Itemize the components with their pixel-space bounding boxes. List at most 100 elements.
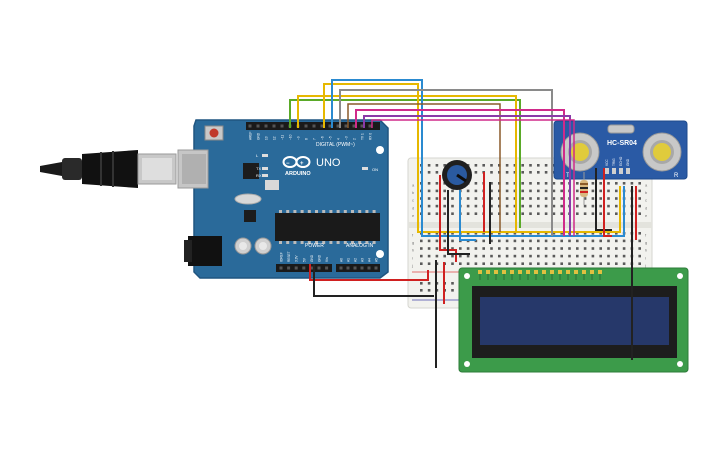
breadboard-hole[interactable]	[521, 254, 524, 258]
breadboard-hole[interactable]	[466, 189, 470, 193]
breadboard-hole[interactable]	[490, 171, 493, 174]
breadboard-hole[interactable]	[505, 182, 509, 185]
breadboard-hole[interactable]	[451, 232, 454, 235]
breadboard-hole[interactable]	[529, 247, 532, 250]
header-pin[interactable]	[344, 124, 348, 128]
breadboard-hole[interactable]	[521, 182, 524, 185]
header-pin[interactable]	[312, 124, 316, 128]
breadboard-hole[interactable]	[482, 164, 485, 167]
breadboard-hole[interactable]	[505, 204, 509, 208]
resistor[interactable]	[580, 172, 588, 205]
breadboard-hole[interactable]	[505, 232, 509, 235]
sensor-pin[interactable]	[612, 168, 616, 174]
breadboard-hole[interactable]	[615, 189, 618, 193]
breadboard-hole[interactable]	[505, 254, 509, 258]
breadboard-hole[interactable]	[544, 164, 548, 167]
breadboard-hole[interactable]	[599, 197, 602, 200]
breadboard-hole[interactable]	[451, 254, 454, 258]
header-pin[interactable]	[302, 266, 306, 270]
breadboard-hole[interactable]	[451, 189, 454, 193]
breadboard-hole[interactable]	[513, 254, 517, 258]
breadboard-hole[interactable]	[474, 182, 478, 185]
breadboard-hole[interactable]	[435, 212, 439, 215]
breadboard-hole[interactable]	[529, 197, 532, 200]
breadboard-hole[interactable]	[615, 182, 618, 185]
breadboard-hole[interactable]	[544, 232, 548, 235]
breadboard-hole[interactable]	[583, 204, 587, 208]
breadboard-hole[interactable]	[443, 197, 446, 200]
breadboard-hole[interactable]	[435, 171, 439, 174]
breadboard-hole[interactable]	[490, 239, 493, 243]
breadboard-hole[interactable]	[459, 262, 462, 265]
breadboard-hole[interactable]	[568, 262, 571, 265]
breadboard-hole[interactable]	[474, 164, 478, 167]
arduino-uno-board[interactable]: DIGITAL (PWM~) − + ARDUINO UNO ON L TX R…	[177, 119, 389, 279]
breadboard-hole[interactable]	[482, 247, 485, 250]
breadboard-hole[interactable]	[591, 262, 595, 265]
breadboard-hole[interactable]	[529, 204, 532, 208]
breadboard-hole[interactable]	[466, 204, 470, 208]
breadboard-hole[interactable]	[599, 189, 602, 193]
lcd-pin[interactable]	[550, 270, 554, 274]
header-pin[interactable]	[287, 266, 291, 270]
breadboard-hole[interactable]	[521, 262, 524, 265]
breadboard-hole[interactable]	[490, 197, 493, 200]
breadboard-hole[interactable]	[599, 232, 602, 235]
breadboard-hole[interactable]	[607, 212, 610, 215]
potentiometer[interactable]	[442, 160, 472, 190]
breadboard-hole[interactable]	[420, 262, 423, 265]
breadboard-hole[interactable]	[576, 204, 579, 208]
breadboard-hole[interactable]	[607, 239, 610, 243]
breadboard-hole[interactable]	[591, 212, 595, 215]
lcd-pin[interactable]	[510, 270, 514, 274]
breadboard-hole[interactable]	[466, 212, 470, 215]
wire-purple[interactable]	[363, 115, 571, 236]
breadboard-hole[interactable]	[451, 247, 454, 250]
wire-green[interactable]	[289, 99, 521, 228]
breadboard-hole[interactable]	[435, 182, 439, 185]
breadboard-hole[interactable]	[591, 189, 595, 193]
breadboard-hole[interactable]	[451, 289, 454, 292]
breadboard-hole[interactable]	[560, 189, 563, 193]
wire-magenta[interactable]	[355, 109, 565, 236]
breadboard-hole[interactable]	[576, 212, 579, 215]
breadboard-hole[interactable]	[529, 189, 532, 193]
breadboard-hole[interactable]	[427, 164, 431, 167]
breadboard-hole[interactable]	[521, 212, 524, 215]
breadboard-hole[interactable]	[560, 182, 563, 185]
breadboard-hole[interactable]	[498, 232, 501, 235]
breadboard-hole[interactable]	[490, 164, 493, 167]
breadboard-hole[interactable]	[560, 232, 563, 235]
breadboard-hole[interactable]	[451, 239, 454, 243]
breadboard-hole[interactable]	[529, 182, 532, 185]
breadboard-hole[interactable]	[513, 189, 517, 193]
wire-pot-blue[interactable]	[459, 190, 476, 241]
breadboard-hole[interactable]	[435, 247, 439, 250]
lcd-pin[interactable]	[598, 270, 602, 274]
breadboard-hole[interactable]	[498, 262, 501, 265]
breadboard-hole[interactable]	[443, 239, 446, 243]
breadboard-hole[interactable]	[615, 247, 618, 250]
breadboard-hole[interactable]	[427, 212, 431, 215]
breadboard-hole[interactable]	[459, 254, 462, 258]
breadboard-hole[interactable]	[568, 239, 571, 243]
breadboard-hole[interactable]	[505, 164, 509, 167]
header-pin[interactable]	[353, 266, 357, 270]
wire-blue[interactable]	[331, 79, 625, 237]
breadboard-hole[interactable]	[420, 247, 423, 250]
lcd-pin[interactable]	[590, 270, 594, 274]
lcd-pin[interactable]	[526, 270, 530, 274]
breadboard-hole[interactable]	[638, 204, 641, 208]
breadboard-hole[interactable]	[591, 182, 595, 185]
breadboard-hole[interactable]	[537, 254, 540, 258]
breadboard-hole[interactable]	[427, 254, 431, 258]
lcd-pin[interactable]	[494, 270, 498, 274]
lcd-pin[interactable]	[582, 270, 586, 274]
breadboard-hole[interactable]	[498, 254, 501, 258]
breadboard-hole[interactable]	[521, 164, 524, 167]
breadboard-hole[interactable]	[443, 164, 446, 167]
breadboard-hole[interactable]	[568, 254, 571, 258]
breadboard-hole[interactable]	[615, 239, 618, 243]
breadboard-hole[interactable]	[427, 189, 431, 193]
breadboard-hole[interactable]	[544, 247, 548, 250]
